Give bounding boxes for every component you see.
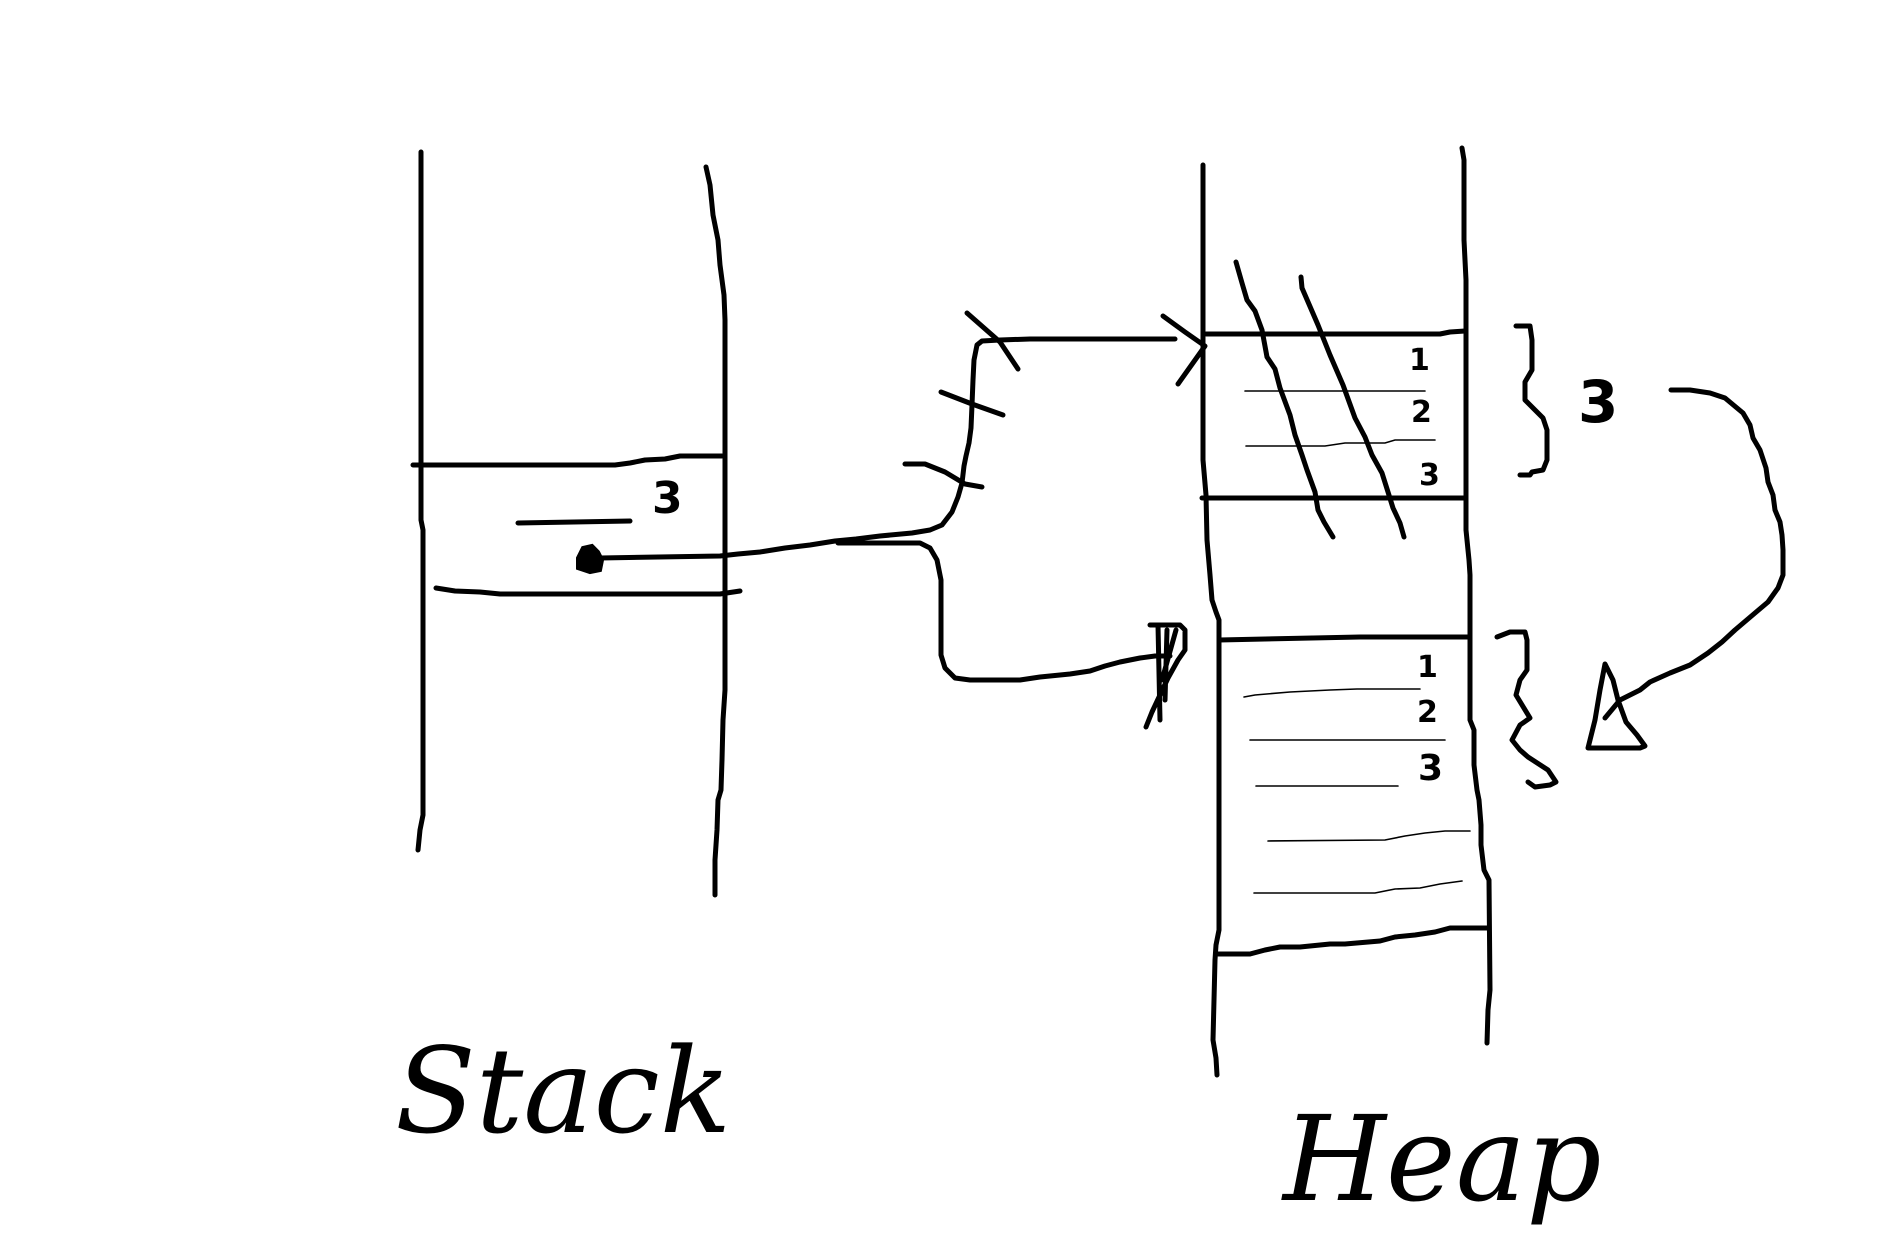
old-block-strike-1 <box>1233 259 1336 540</box>
new-block-slot-line-5 <box>1253 880 1463 894</box>
new-pointer-arrowhead <box>1143 622 1188 730</box>
stack-column: 3 Stack <box>395 149 743 1160</box>
old-block-size-brace <box>1513 323 1550 478</box>
new-block-index-2: 2 <box>1417 695 1438 730</box>
new-block-index-3: 3 <box>1418 748 1443 789</box>
old-block-size: 3 <box>1578 368 1618 436</box>
stack-value-line <box>515 518 633 526</box>
old-block-index-1: 1 <box>1409 343 1430 378</box>
old-block-index-2: 2 <box>1411 395 1432 430</box>
delta-triangle-icon <box>1585 661 1648 751</box>
heap-right-wall <box>1459 145 1493 1046</box>
old-block-top-line <box>1203 328 1468 337</box>
pointer-arrows <box>597 310 1208 730</box>
stack-left-wall <box>415 149 426 853</box>
new-block-top-line <box>1216 634 1473 643</box>
heap-column: 1 2 3 3 1 2 3 Heap <box>1199 145 1786 1228</box>
old-pointer-line <box>597 336 1178 561</box>
old-pointer-cross-1 <box>964 310 1021 372</box>
old-block-index-3: 3 <box>1419 458 1440 493</box>
stack-label: Stack <box>395 1022 731 1160</box>
new-block-slot-line-1 <box>1243 688 1421 698</box>
stack-frame-value: 3 <box>652 473 683 524</box>
stack-frame-top-line <box>410 453 725 468</box>
new-block-slot-line-4 <box>1267 830 1471 842</box>
stack-frame-bottom-line <box>433 585 743 597</box>
new-block-bottom-line <box>1215 925 1490 957</box>
heap-left-wall <box>1200 162 1222 1078</box>
old-block-strike-2 <box>1298 274 1407 540</box>
old-pointer-cross-3 <box>902 461 985 490</box>
new-block-index-1: 1 <box>1417 650 1438 685</box>
old-pointer-arrowhead <box>1160 313 1208 387</box>
old-pointer-cross-2 <box>938 389 1006 418</box>
grow-arrow-curve <box>1602 387 1786 721</box>
new-pointer-line <box>835 540 1173 683</box>
stack-right-wall <box>703 164 728 898</box>
heap-label: Heap <box>1281 1090 1602 1228</box>
old-block-slot-line-2 <box>1245 439 1436 447</box>
new-block-brace <box>1494 629 1559 790</box>
